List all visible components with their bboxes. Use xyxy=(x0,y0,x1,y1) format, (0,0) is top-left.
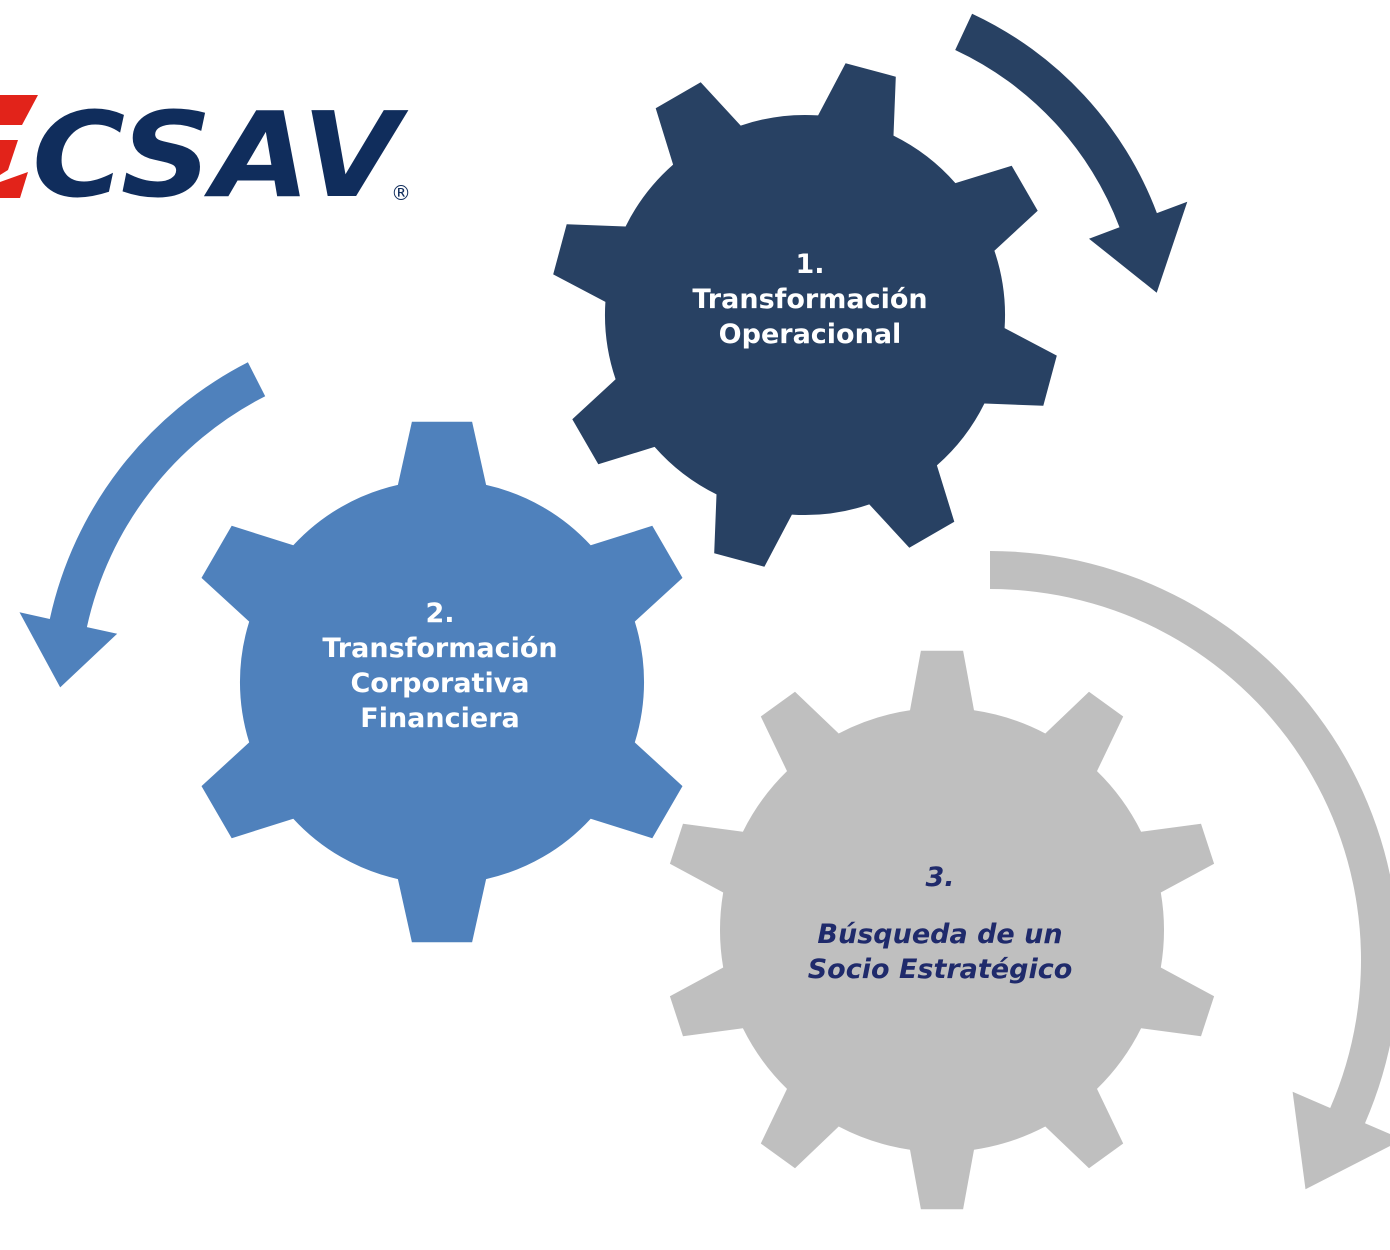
gear-3-line-2: Socio Estratégico xyxy=(807,954,1073,986)
logo-emblem-icon xyxy=(0,95,38,198)
gear-1-line-2: Operacional xyxy=(718,319,902,351)
registered-mark: ® xyxy=(391,181,411,205)
arrow-3-clockwise xyxy=(990,551,1390,1190)
gear-2-line-1: Transformación xyxy=(322,633,558,665)
arrow-2-counterclockwise xyxy=(19,362,266,688)
gear-1 xyxy=(553,63,1057,567)
gear-2-line-3: Financiera xyxy=(360,703,520,735)
gear-1-label: 1. Transformación Operacional xyxy=(620,247,1000,352)
gear-2 xyxy=(201,421,683,943)
gear-3-number: 3. xyxy=(925,862,955,893)
arrow-1-clockwise xyxy=(955,13,1188,293)
gear-1-number: 1. xyxy=(795,249,825,280)
gear-2-number: 2. xyxy=(425,598,455,629)
gear-3-line-1: Búsqueda de un xyxy=(817,919,1063,951)
logo-text: CSAV xyxy=(32,86,409,224)
gear-2-line-2: Corporativa xyxy=(350,668,530,700)
gear-1-line-1: Transformación xyxy=(692,284,928,316)
gear-3 xyxy=(669,650,1215,1210)
gear-3-label: 3. Búsqueda de un Socio Estratégico xyxy=(740,860,1140,987)
gear-2-label: 2. Transformación Corporativa Financiera xyxy=(250,596,630,736)
csav-logo: CSAV ® xyxy=(0,86,411,224)
